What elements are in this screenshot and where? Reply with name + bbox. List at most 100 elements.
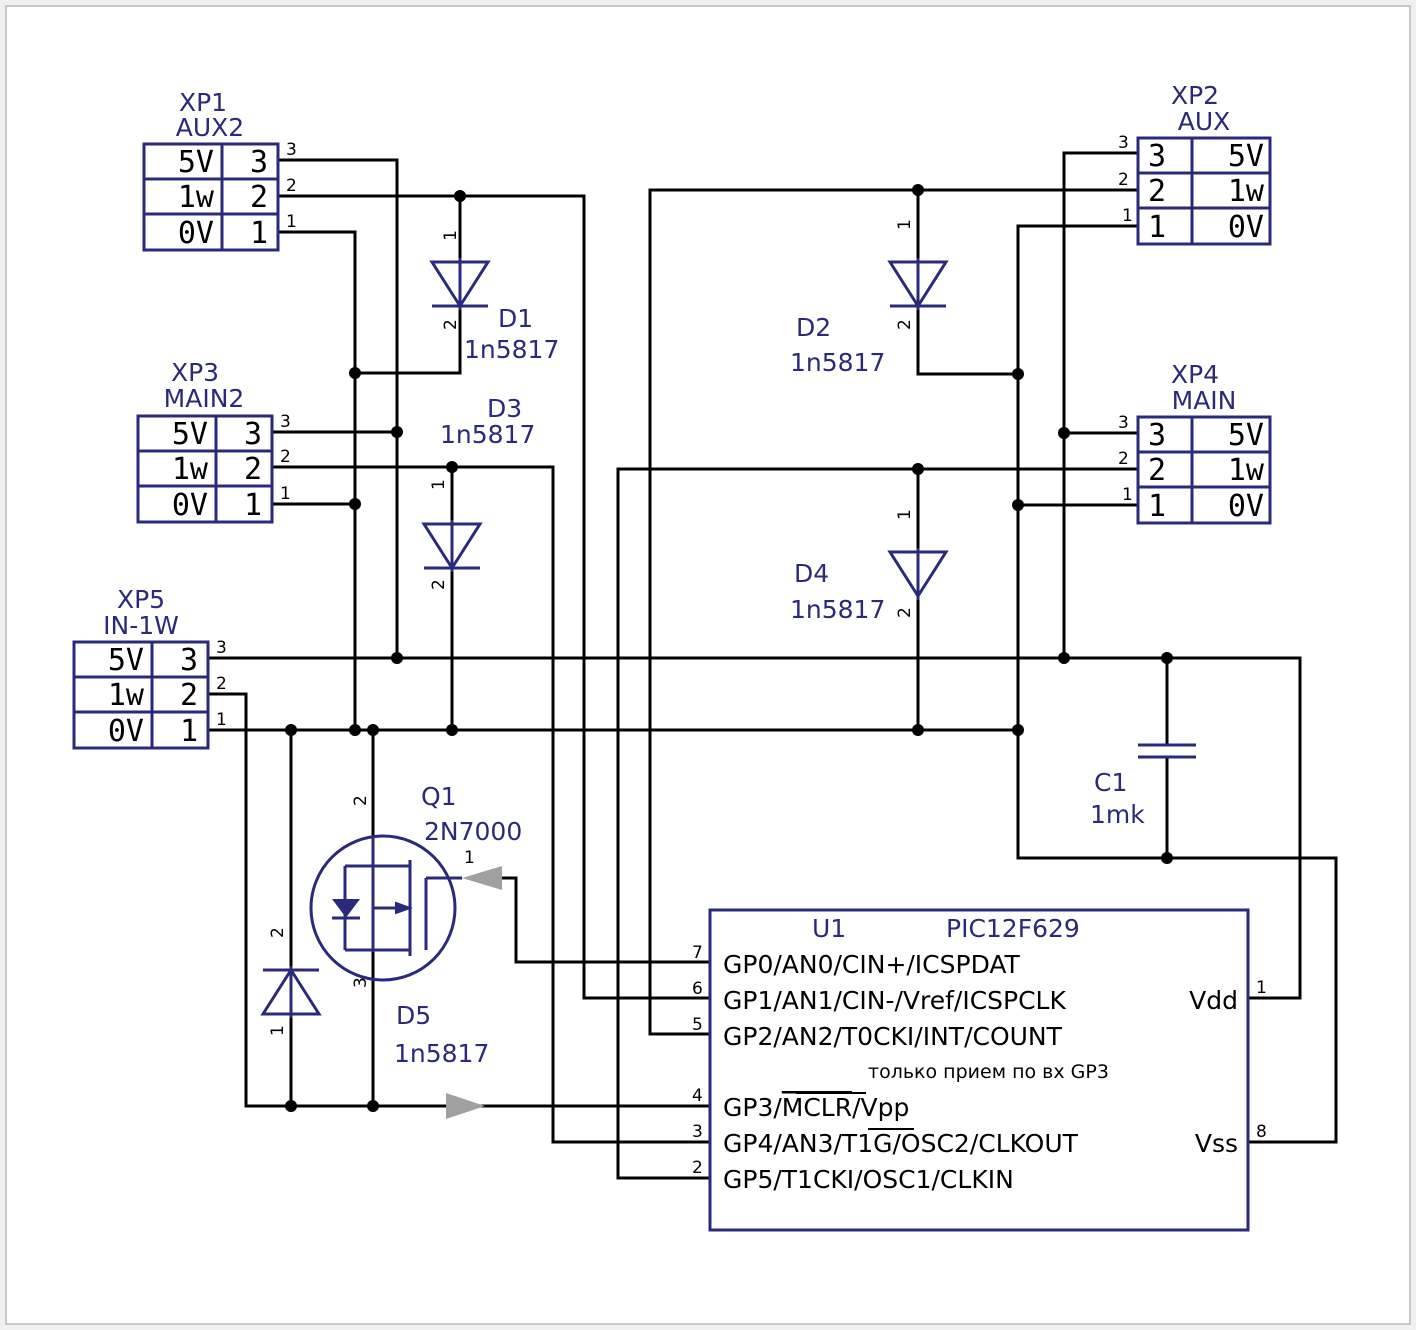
component-value: 1n5817 <box>394 1039 489 1068</box>
mcu-u1: U1 PIC12F629 7 GP0/AN0/CIN+/ICSPDAT 6 GP… <box>692 908 1267 1232</box>
diode-d1: 1 2 D1 1n5817 <box>429 230 559 364</box>
svg-text:Vss: Vss <box>1195 1129 1238 1158</box>
connector-xp5: XP5 IN-1W 5V 3 1w 2 0V 1 3 2 1 <box>72 585 227 750</box>
svg-text:3: 3 <box>250 145 268 180</box>
svg-text:1: 1 <box>1148 210 1166 245</box>
component-ref: Q1 <box>421 782 457 811</box>
svg-text:3: 3 <box>286 140 297 160</box>
svg-text:GP2/AN2/T0CKI/INT/COUNT: GP2/AN2/T0CKI/INT/COUNT <box>723 1022 1063 1051</box>
svg-text:1: 1 <box>1122 206 1133 226</box>
wires <box>206 151 1338 1180</box>
svg-text:0V: 0V <box>1228 489 1264 524</box>
svg-text:2: 2 <box>268 927 288 938</box>
component-value: 1n5817 <box>464 335 559 364</box>
svg-text:2: 2 <box>441 319 461 330</box>
connector-ref: XP2 <box>1171 81 1219 110</box>
svg-text:3: 3 <box>1148 418 1166 453</box>
svg-text:5: 5 <box>692 1015 703 1035</box>
component-ref: D2 <box>796 313 831 342</box>
svg-text:3: 3 <box>280 412 291 432</box>
svg-text:1w: 1w <box>178 180 215 215</box>
component-value: 1n5817 <box>790 595 885 624</box>
component-ref: D4 <box>794 559 829 588</box>
svg-text:3: 3 <box>216 638 227 658</box>
connector-xp4: XP4 MAIN 3 5V 2 1w 1 0V 3 2 1 <box>1118 360 1272 525</box>
svg-text:5V: 5V <box>172 417 208 452</box>
svg-text:1w: 1w <box>172 452 209 487</box>
svg-text:2: 2 <box>216 674 227 694</box>
svg-text:GP5/T1CKI/OSC1/CLKIN: GP5/T1CKI/OSC1/CLKIN <box>723 1165 1014 1194</box>
connector-name: MAIN <box>1172 386 1237 415</box>
connector-xp1: XP1 AUX2 5V 3 1w 2 0V 1 3 2 1 <box>142 88 297 252</box>
svg-text:3: 3 <box>1118 413 1129 433</box>
diode-d3: 1 2 D3 1n5817 <box>421 394 535 590</box>
svg-text:1: 1 <box>1148 489 1166 524</box>
svg-text:2: 2 <box>1118 170 1129 190</box>
svg-text:GP1/AN1/CIN-/Vref/ICSPCLK: GP1/AN1/CIN-/Vref/ICSPCLK <box>723 986 1066 1015</box>
svg-text:4: 4 <box>692 1086 703 1106</box>
connector-ref: XP1 <box>179 88 227 117</box>
svg-text:1w: 1w <box>108 678 145 713</box>
svg-text:Vdd: Vdd <box>1189 986 1238 1015</box>
connector-name: MAIN2 <box>164 384 245 413</box>
svg-text:2: 2 <box>1148 453 1166 488</box>
svg-text:3: 3 <box>692 1122 703 1142</box>
svg-text:2: 2 <box>429 579 449 590</box>
svg-text:2: 2 <box>180 678 198 713</box>
svg-text:1w: 1w <box>1228 174 1265 209</box>
diode-d2: 1 2 D2 1n5817 <box>790 219 949 377</box>
component-ref: C1 <box>1094 768 1127 797</box>
component-value: 1n5817 <box>790 348 885 377</box>
component-ref: D5 <box>396 1001 431 1030</box>
svg-text:1: 1 <box>244 488 262 523</box>
svg-text:5V: 5V <box>1228 139 1264 174</box>
svg-text:2: 2 <box>280 447 291 467</box>
svg-text:3: 3 <box>1148 139 1166 174</box>
svg-text:5V: 5V <box>178 145 214 180</box>
svg-text:3: 3 <box>244 417 262 452</box>
connector-name: IN-1W <box>103 611 179 640</box>
capacitor-c1: C1 1mk <box>1090 743 1196 829</box>
svg-text:2: 2 <box>286 176 297 196</box>
svg-text:1: 1 <box>280 484 291 504</box>
connector-ref: XP3 <box>171 358 219 387</box>
svg-text:1: 1 <box>250 216 268 251</box>
svg-text:1: 1 <box>1256 978 1267 998</box>
svg-text:2: 2 <box>895 607 915 618</box>
svg-text:2: 2 <box>1148 174 1166 209</box>
svg-text:0V: 0V <box>172 488 208 523</box>
connector-name: AUX2 <box>176 113 244 142</box>
svg-text:6: 6 <box>692 979 703 999</box>
svg-text:8: 8 <box>1256 1122 1267 1142</box>
svg-text:1: 1 <box>895 509 915 520</box>
transistor-q1: 2 3 1 Q1 2N7000 <box>309 782 522 988</box>
component-value: 1mk <box>1090 800 1145 829</box>
component-ref: D1 <box>498 304 533 333</box>
connector-ref: XP4 <box>1171 360 1219 389</box>
svg-text:1w: 1w <box>1228 453 1265 488</box>
connector-xp3: XP3 MAIN2 5V 3 1w 2 0V 1 3 2 1 <box>136 358 291 524</box>
svg-text:7: 7 <box>692 943 703 963</box>
svg-text:2: 2 <box>351 795 371 806</box>
svg-text:1: 1 <box>268 1025 288 1036</box>
component-value: PIC12F629 <box>946 914 1080 943</box>
svg-text:GP3/MCLR/Vpp: GP3/MCLR/Vpp <box>723 1093 909 1122</box>
svg-text:3: 3 <box>351 977 371 988</box>
connector-ref: XP5 <box>117 585 165 614</box>
svg-text:5V: 5V <box>108 643 144 678</box>
svg-text:1: 1 <box>286 212 297 232</box>
svg-text:2: 2 <box>244 452 262 487</box>
svg-text:2: 2 <box>895 319 915 330</box>
svg-text:2: 2 <box>692 1158 703 1178</box>
connector-xp2: XP2 AUX 3 5V 2 1w 1 0V 3 2 1 <box>1118 81 1272 246</box>
svg-text:1: 1 <box>180 714 198 749</box>
connector-name: AUX <box>1178 107 1231 136</box>
svg-text:GP4/AN3/T1G/OSC2/CLKOUT: GP4/AN3/T1G/OSC2/CLKOUT <box>723 1129 1079 1158</box>
svg-text:5V: 5V <box>1228 418 1264 453</box>
diode-d5: 2 1 D5 1n5817 <box>260 927 489 1068</box>
svg-text:3: 3 <box>180 643 198 678</box>
svg-text:1: 1 <box>441 230 461 241</box>
svg-text:0V: 0V <box>108 714 144 749</box>
